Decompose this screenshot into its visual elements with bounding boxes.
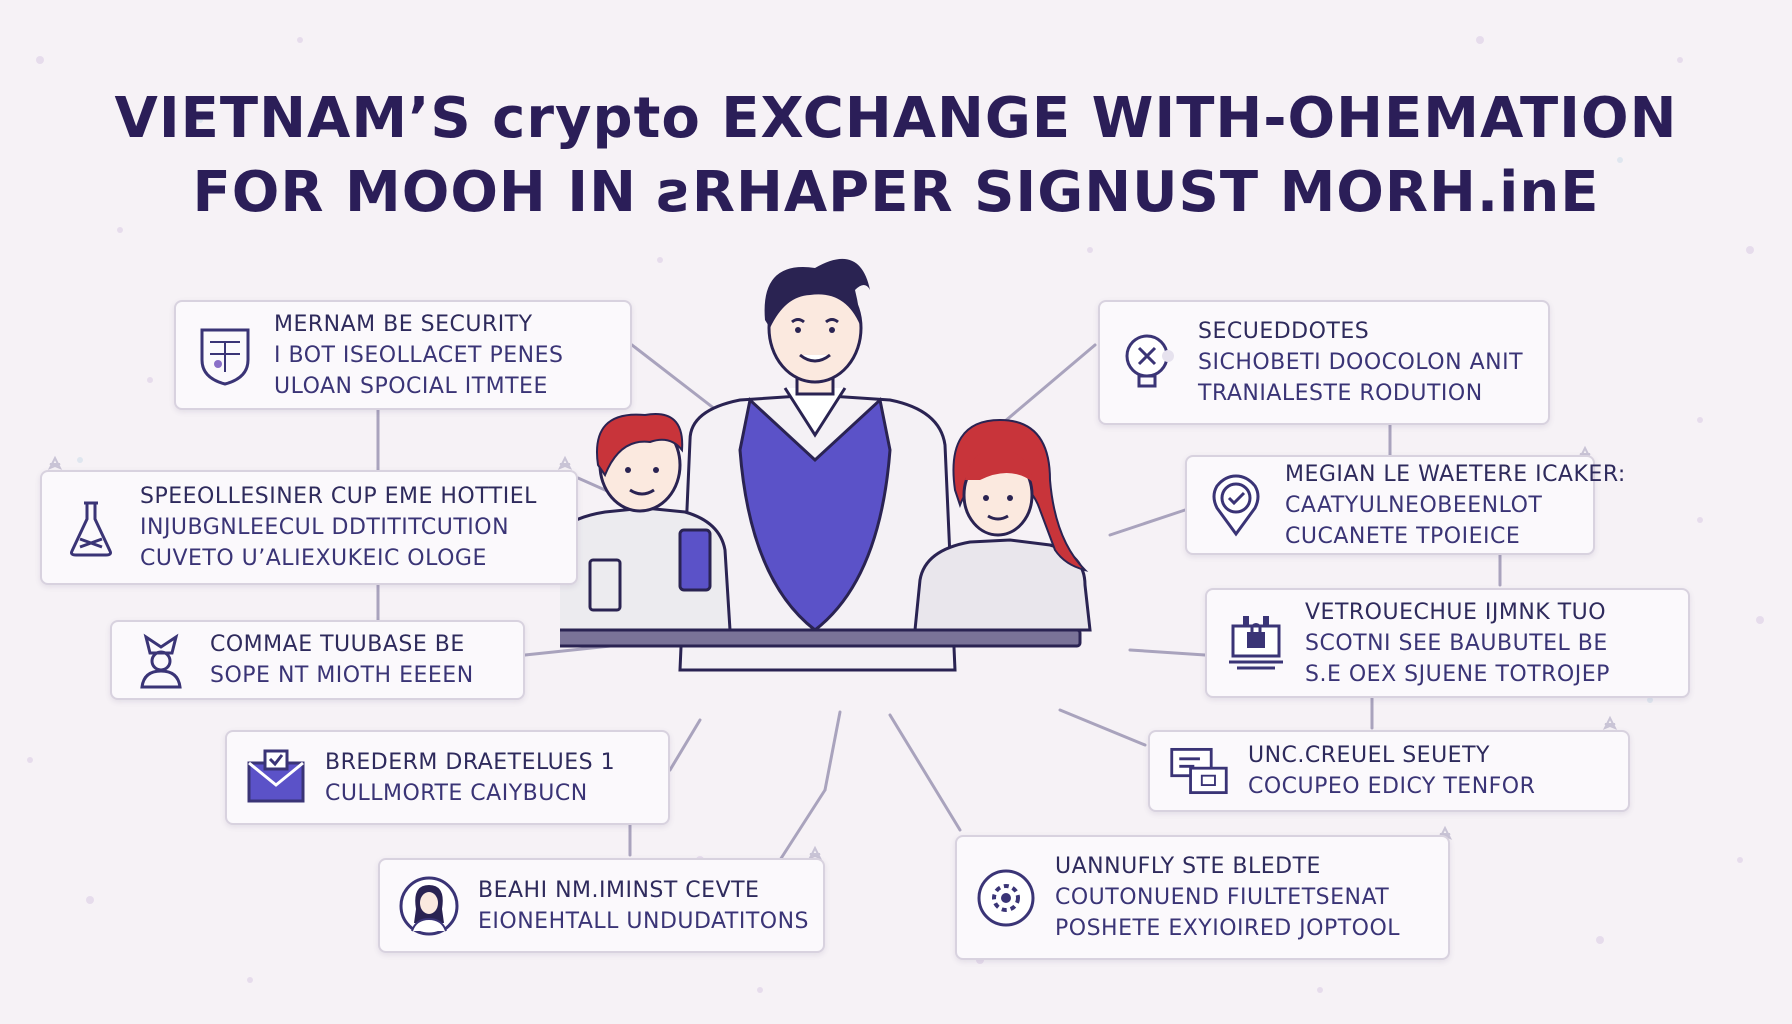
card-line: MERNAM BE SECURITY <box>274 311 533 337</box>
feature-card-specialist: SPEEOLLESINER CUP EME HOTTIEL INJUBGNLEE… <box>40 470 578 585</box>
connector-c7 <box>1108 508 1187 537</box>
card-line: ULOAN SPOCIAL ITMTEE <box>274 373 548 399</box>
card-line: INJUBGNLEECUL DDTITITCUTION <box>140 515 510 540</box>
card-line: SECUEDDOTES <box>1198 319 1370 344</box>
title-line-2: FOR MOOH IN ƨRHAPER SIGNUST MORH.inE <box>192 160 1600 225</box>
feature-card-verification: BREDERM DRAETELUES 1 CULLMORTE CAIYBUCN <box>225 730 670 825</box>
feature-card-secure-notes: SECUEDDOTES SICHOBETI DOOCOLON ANIT TRAN… <box>1098 300 1550 425</box>
id-card-icon <box>1168 740 1230 802</box>
card-line: COCUPEO EDICY TENFOR <box>1248 774 1536 799</box>
card-line: CAATYULNEOBEENLOT <box>1285 492 1543 518</box>
location-check-icon <box>1205 474 1267 537</box>
feature-card-security: MERNAM BE SECURITY I BOT ISEOLLACET PENE… <box>174 300 632 410</box>
card-line: POSHETE EXYIOIRED JOPTOOL <box>1055 916 1401 941</box>
computer-lock-icon <box>1225 612 1287 674</box>
card-line: CULLMORTE CAIYBUCN <box>325 780 588 806</box>
table <box>560 628 1082 648</box>
sparkle-c2-right <box>557 455 573 470</box>
feature-card-unique-security: UNC.CREUEL SEUETY COCUPEO EDICY TENFOR <box>1148 730 1630 812</box>
feature-card-community: COMMAE TUUBASE BE SOPE NT MIOTH EEEEN <box>110 620 525 700</box>
woman-avatar-icon <box>398 875 460 937</box>
connector-c5-b <box>778 788 827 862</box>
card-line: EIONEHTALL UNDUDATITONS <box>478 908 809 934</box>
sparkle-c2-left <box>47 455 63 470</box>
card-line: UANNUFLY STE BLEDTE <box>1055 854 1321 879</box>
lab-flask-icon <box>60 497 122 559</box>
card-line: COUTONUEND FIULTETSENAT <box>1055 885 1390 910</box>
connector-c9 <box>1058 708 1147 747</box>
card-line: CUVETO U’ALIEXUKEIC OLOGE <box>140 546 487 571</box>
card-line: TRANIALESTE RODUTION <box>1198 381 1483 406</box>
card-line: BEAHI NM.IMINST CEVTE <box>478 877 760 903</box>
card-line: COMMAE TUUBASE BE <box>210 632 465 657</box>
gear-badge-icon <box>975 867 1037 929</box>
card-line: BREDERM DRAETELUES 1 <box>325 749 616 775</box>
card-line: SICHOBETI DOOCOLON ANIT <box>1198 350 1524 375</box>
card-line: SOPE NT MIOTH EEEEN <box>210 663 474 688</box>
feature-card-settings: UANNUFLY STE BLEDTE COUTONUEND FIULTETSE… <box>955 835 1450 960</box>
envelope-check-icon <box>245 747 307 809</box>
feature-card-education: BEAHI NM.IMINST CEVTE EIONEHTALL UNDUDAT… <box>378 858 825 953</box>
feature-card-location: MEGIAN LE WAETERE ICAKER: CAATYULNEOBEEN… <box>1185 455 1625 555</box>
connector-c5-a <box>823 710 842 792</box>
man-center <box>678 258 957 672</box>
sparkle-c5 <box>807 845 823 860</box>
woman-right <box>913 418 1092 632</box>
card-line: I BOT ISEOLLACET PENES <box>274 342 564 368</box>
card-line: UNC.CREUEL SEUETY <box>1248 743 1490 768</box>
sparkle-c9 <box>1602 715 1618 730</box>
smartphone <box>678 528 712 592</box>
connector-c10 <box>888 713 962 832</box>
team-illustration <box>560 258 1092 672</box>
card-line: S.E OEX SJUENE TOTROJEP <box>1305 661 1610 687</box>
card-line: VETROUECHUE IJMNK TUO <box>1305 599 1607 625</box>
lightbulb-x-icon <box>1118 332 1180 394</box>
connector-c4 <box>668 718 702 772</box>
card-line: CUCANETE TPOIEICE <box>1285 523 1521 549</box>
card-line: SPEEOLLESINER CUP EME HOTTIEL <box>140 484 537 509</box>
feature-card-platform: VETROUECHUE IJMNK TUO SCOTNI SEE BAUBUTE… <box>1205 588 1690 698</box>
card-line: SCOTNI SEE BAUBUTEL BE <box>1305 630 1608 656</box>
shield-crest-icon <box>194 324 256 386</box>
person-bow-icon <box>130 629 192 691</box>
card-line: MEGIAN LE WAETERE ICAKER: <box>1285 461 1626 487</box>
title-line-1: VIETNAM’S crypto EXCHANGE WITH-OHEMATION <box>114 86 1678 151</box>
connector-c8 <box>1128 648 1207 657</box>
